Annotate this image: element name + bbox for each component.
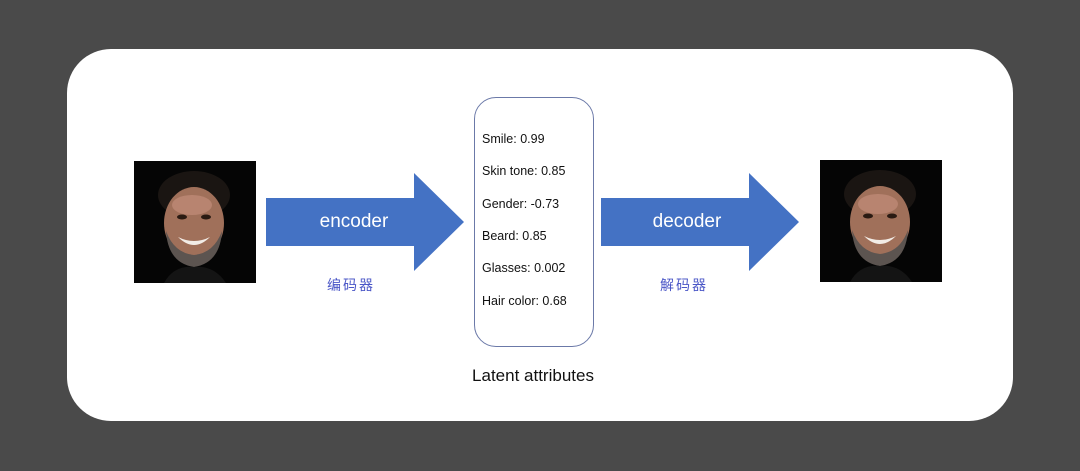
decoder-label: decoder — [652, 211, 722, 232]
attribute-hair-color: Hair color: 0.68 — [482, 294, 567, 308]
input-face-image — [134, 161, 256, 283]
decoder-label-cn: 解码器 — [660, 278, 708, 294]
attribute-skin-tone: Skin tone: 0.85 — [482, 164, 566, 178]
attribute-glasses: Glasses: 0.002 — [482, 261, 566, 275]
latent-attributes-box — [474, 97, 594, 347]
attribute-smile: Smile: 0.99 — [482, 132, 545, 146]
output-face-image — [820, 160, 942, 282]
encoder-label: encoder — [319, 211, 389, 232]
encoder-label-cn: 编码器 — [327, 278, 375, 294]
latent-attributes-caption: Latent attributes — [472, 366, 594, 385]
attribute-beard: Beard: 0.85 — [482, 229, 547, 243]
attribute-gender: Gender: -0.73 — [482, 197, 560, 211]
encoder-arrow — [266, 173, 464, 271]
decoder-arrow — [601, 173, 799, 271]
